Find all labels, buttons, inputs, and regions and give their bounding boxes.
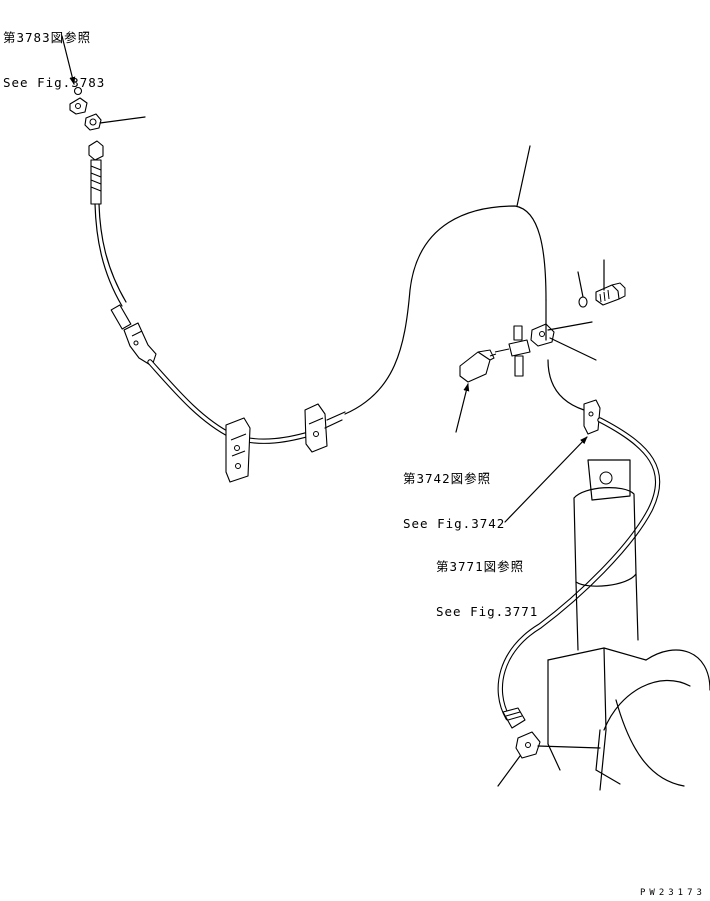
ref-label-en: See Fig.3771 — [436, 604, 539, 619]
ref-arrow-3742 — [455, 383, 470, 433]
leader-line — [547, 321, 593, 331]
lower-hose-fitting — [502, 707, 541, 759]
ref-arrow-3783 — [61, 35, 76, 85]
tee-block — [530, 323, 555, 347]
hose-line-arch — [344, 205, 547, 415]
leader-line — [99, 116, 146, 124]
leader-line — [537, 745, 601, 749]
ref-label-3771: 第3771図参照 See Fig.3771 — [436, 529, 538, 634]
bolt — [595, 282, 626, 306]
ref-label-jp: 第3771図参照 — [436, 559, 525, 574]
ref-label-jp: 第3742図参照 — [403, 471, 492, 486]
leader-line — [577, 271, 584, 298]
hydraulic-cylinder — [547, 459, 710, 791]
hose-clamp-right — [304, 403, 328, 453]
leader-line — [516, 145, 531, 207]
valve-body — [459, 349, 497, 383]
ref-label-3742: 第3742図参照 See Fig.3742 — [403, 441, 505, 546]
leader-line — [549, 337, 597, 361]
leader-line — [497, 755, 521, 787]
hose-clamp-left — [123, 322, 157, 367]
hose-clamp-cylinder — [583, 399, 601, 435]
hose-line-left-inner — [98, 203, 127, 303]
ref-label-jp: 第3783図参照 — [3, 30, 92, 45]
ref-label-en: See Fig.3783 — [3, 75, 106, 90]
washer — [578, 296, 588, 308]
drawing-code: PW23173 — [640, 888, 706, 898]
hose-line-right — [545, 299, 585, 411]
tee-fitting — [84, 113, 102, 131]
hose-line-left — [94, 203, 123, 307]
elbow-fitting — [69, 86, 88, 115]
hose-fitting — [326, 411, 346, 421]
ref-label-en: See Fig.3742 — [403, 516, 506, 531]
ref-label-3783: 第3783図参照 See Fig.3783 — [3, 0, 105, 105]
hose-end-fitting — [88, 140, 104, 205]
union-fitting — [494, 325, 531, 377]
ref-arrow-3771 — [504, 436, 588, 523]
hose-clamp-middle — [225, 417, 251, 483]
